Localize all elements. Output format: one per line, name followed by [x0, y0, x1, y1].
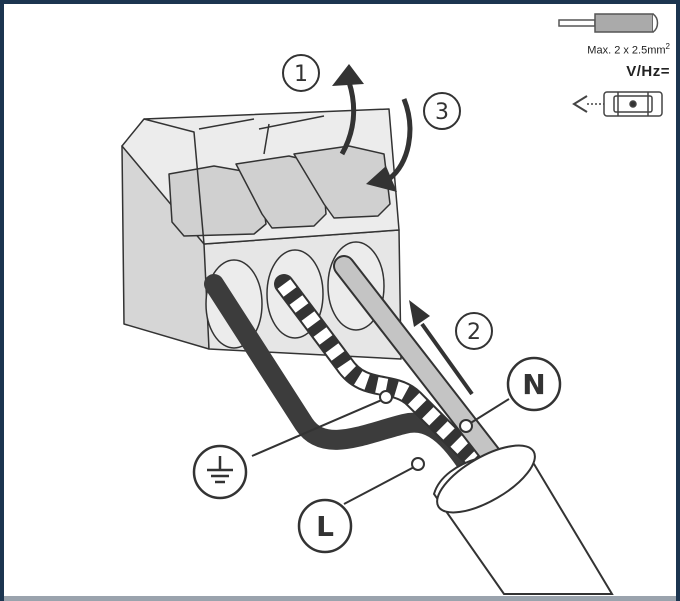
wires: [204, 255, 614, 595]
lever-1: [168, 165, 267, 237]
leader-lines: [251, 390, 510, 505]
callout-1: [282, 54, 320, 92]
callout-2: [455, 312, 493, 350]
callout-neutral: [506, 356, 562, 412]
live-label: L: [316, 510, 334, 543]
voltage-text: V/Hz=: [626, 62, 670, 80]
neutral-label: N: [522, 368, 545, 401]
lever-2: [235, 155, 327, 229]
bottom-bar: [4, 596, 676, 601]
callouts: [192, 54, 562, 554]
wiring-diagram: 1 3 2 N L: [121, 13, 663, 595]
step-3-label: 3: [435, 100, 449, 125]
lever-3: [293, 145, 391, 219]
voltage-tester-icon: [572, 91, 663, 117]
callout-earth: [192, 444, 248, 500]
callout-live: [297, 498, 353, 554]
ground-icon: [207, 456, 233, 484]
spec-panel: Max. 2 x 2.5mm2 V/Hz=: [587, 42, 670, 80]
arrow-close-lever: [387, 98, 413, 181]
arrow-insert-wire: [420, 322, 474, 396]
wire-strip-icon: [558, 13, 659, 33]
callout-3: [423, 92, 461, 130]
wire-size-text: Max. 2 x 2.5mm2: [587, 42, 670, 57]
step-arrows: [332, 64, 474, 396]
step-2-label: 2: [467, 320, 481, 345]
step-1-label: 1: [294, 62, 308, 87]
arrow-open-lever: [339, 81, 357, 156]
terminal-block: [121, 108, 402, 360]
